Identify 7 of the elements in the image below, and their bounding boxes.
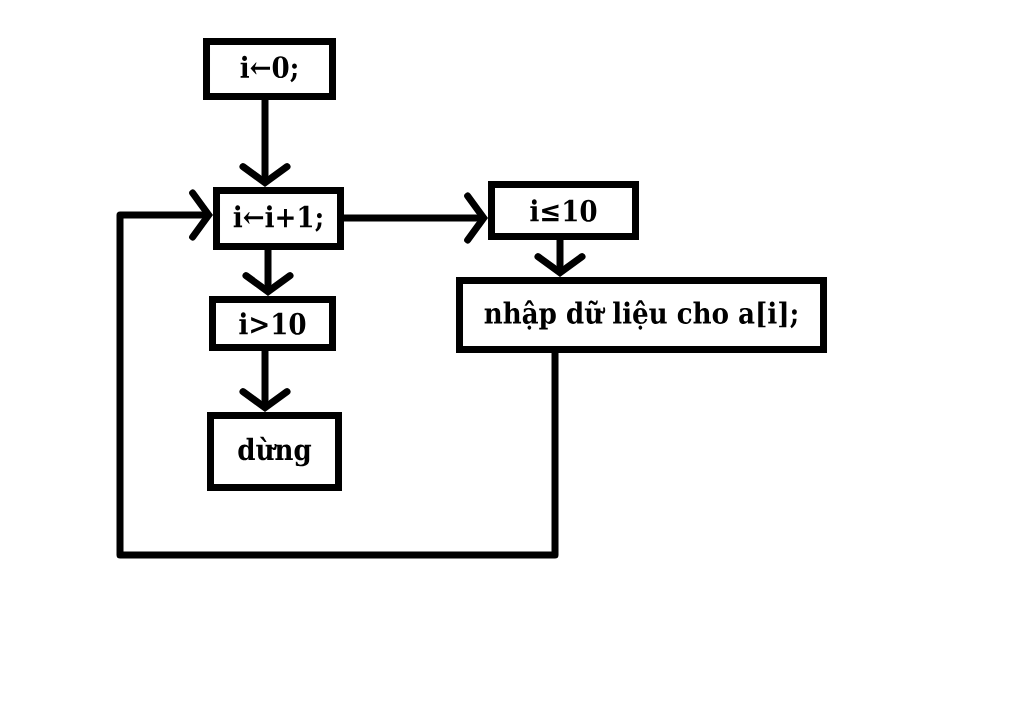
process-box: dừng [207,412,342,491]
process-box: nhập dữ liệu cho a[i]; [456,277,827,353]
process-box: i←0; [203,38,336,100]
process-box: i>10 [209,296,336,351]
process-box: i←i+1; [213,187,344,250]
process-box: i≤10 [488,181,639,240]
arrow [116,189,559,559]
